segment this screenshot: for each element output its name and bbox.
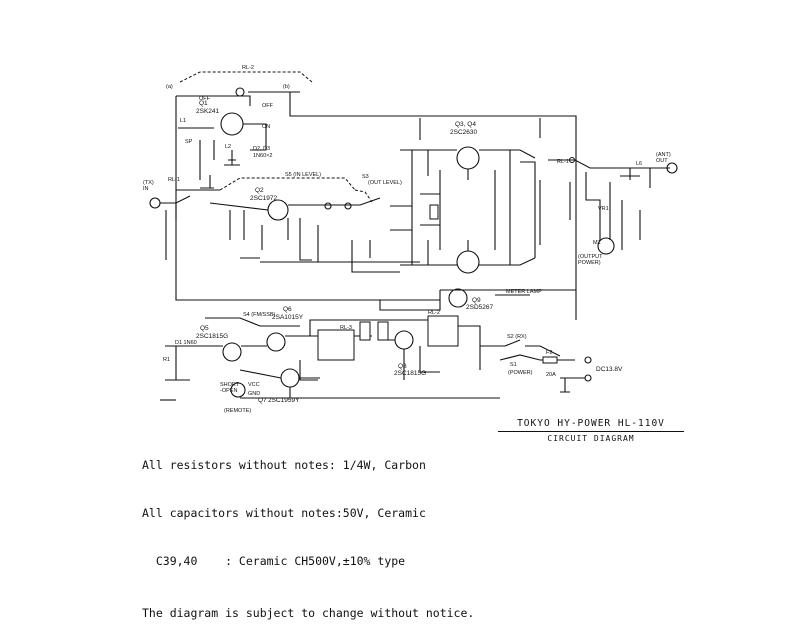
transistor-q6-symbol — [266, 332, 286, 352]
label-rl1-top: RL-1 — [557, 159, 569, 165]
transistor-q2-symbol — [267, 199, 289, 221]
label-q7-type: 2SC1959Y — [268, 397, 300, 404]
title-block: TOKYO HY-POWER HL-110V CIRCUIT DIAGRAM — [498, 418, 684, 443]
label-q5-type: 2SC1815G — [196, 333, 228, 340]
connector-ant-out — [666, 162, 678, 174]
note-change-notice: The diagram is subject to change without… — [142, 606, 475, 620]
label-s2: S2 (RX) — [507, 334, 527, 340]
transistor-q9-symbol — [448, 288, 468, 308]
label-m1: M1 — [593, 240, 601, 246]
label-a: (a) — [166, 84, 173, 90]
label-q3q4-type: 2SC2630 — [450, 129, 477, 136]
label-q1-type: 2SK241 — [196, 108, 220, 115]
label-off-1: OFF — [199, 96, 211, 102]
label-short-open: SHORT-OPEN — [220, 382, 240, 394]
label-f2-val: 20A — [546, 372, 556, 378]
diagram-title: TOKYO HY-POWER HL-110V — [498, 418, 684, 432]
transistor-q5-symbol — [222, 342, 242, 362]
label-dc: DC13.8V — [596, 366, 623, 373]
label-s4: S4 (FM/SSB) — [243, 312, 276, 318]
label-q7: Q7 — [258, 397, 267, 404]
label-q5: Q5 — [200, 325, 209, 332]
diagram-subtitle: CIRCUIT DIAGRAM — [547, 434, 635, 443]
label-q6: Q6 — [283, 306, 292, 313]
transistor-q4-symbol — [456, 250, 480, 274]
label-f2: F2 — [546, 350, 552, 356]
label-vr1: VR1 — [598, 206, 609, 212]
label-s3: S3 — [362, 174, 369, 180]
label-q9-type: 2SD5267 — [466, 304, 493, 311]
label-s1: S1 — [510, 362, 517, 368]
label-l1: L1 — [180, 118, 186, 124]
transistor-q1-symbol — [220, 112, 244, 136]
label-ant-out: (ANT)OUT — [656, 152, 671, 164]
label-d2d3-type: 1N60×2 — [253, 153, 272, 159]
transistor-q3-symbol — [456, 146, 480, 170]
label-q2: Q2 — [255, 187, 264, 194]
label-q6-type: 2SA1015Y — [272, 314, 304, 321]
connector-tx-in — [149, 197, 161, 209]
label-vcc: VCC — [248, 382, 260, 388]
label-rl1-left: RL-1 — [168, 177, 180, 183]
label-rl2b: RL-2 — [428, 310, 440, 316]
label-q8-type: 2SC1815G — [394, 370, 426, 377]
label-meter-lamp: METER LAMP — [506, 289, 542, 295]
transistor-q8-symbol — [394, 330, 414, 350]
label-q1: Q1 — [199, 100, 208, 107]
label-sp: SP — [185, 139, 193, 145]
label-off-2: OFF — [262, 103, 274, 109]
label-gnd: GND — [248, 391, 260, 397]
label-rl2-top: RL-2 — [242, 65, 254, 71]
label-rl3: RL-3 — [340, 325, 352, 331]
label-remote: (REMOTE) — [224, 408, 251, 414]
label-q3q4: Q3, Q4 — [455, 121, 476, 128]
label-s3-sub: (OUT LEVEL) — [368, 180, 402, 186]
label-q2-type: 2SC1972 — [250, 195, 277, 202]
label-q9: Q9 — [472, 297, 481, 304]
circuit-schematic: RL-2 (a) (b) OFF OFF ON Q1 2SK241 L1 SP … — [143, 65, 678, 414]
label-d2d3: D2, D3 — [253, 146, 270, 152]
meter-m1-symbol — [597, 237, 615, 255]
note-capacitors: All capacitors without notes:50V, Cerami… — [142, 506, 426, 520]
label-r1: R1 — [163, 357, 170, 363]
label-s1-sub: (POWER) — [508, 370, 533, 376]
label-b: (b) — [283, 84, 290, 90]
note-c39-c40: C39,40 : Ceramic CH500V,±10% type — [142, 554, 406, 568]
label-d1: D1 1N60 — [175, 340, 197, 346]
transistor-q7-symbol — [280, 368, 300, 388]
label-l2: L2 — [225, 144, 231, 150]
label-l6: L6 — [636, 161, 642, 167]
label-s5: S5 (IN LEVEL) — [285, 172, 321, 178]
connector-remote — [230, 382, 246, 398]
label-tx-in: (TX)IN — [143, 180, 154, 192]
label-q8: Q8 — [398, 363, 407, 370]
note-resistors: All resistors without notes: 1/4W, Carbo… — [142, 458, 426, 472]
schematic-notes: All resistors without notes: 1/4W, Carbo… — [142, 425, 474, 637]
